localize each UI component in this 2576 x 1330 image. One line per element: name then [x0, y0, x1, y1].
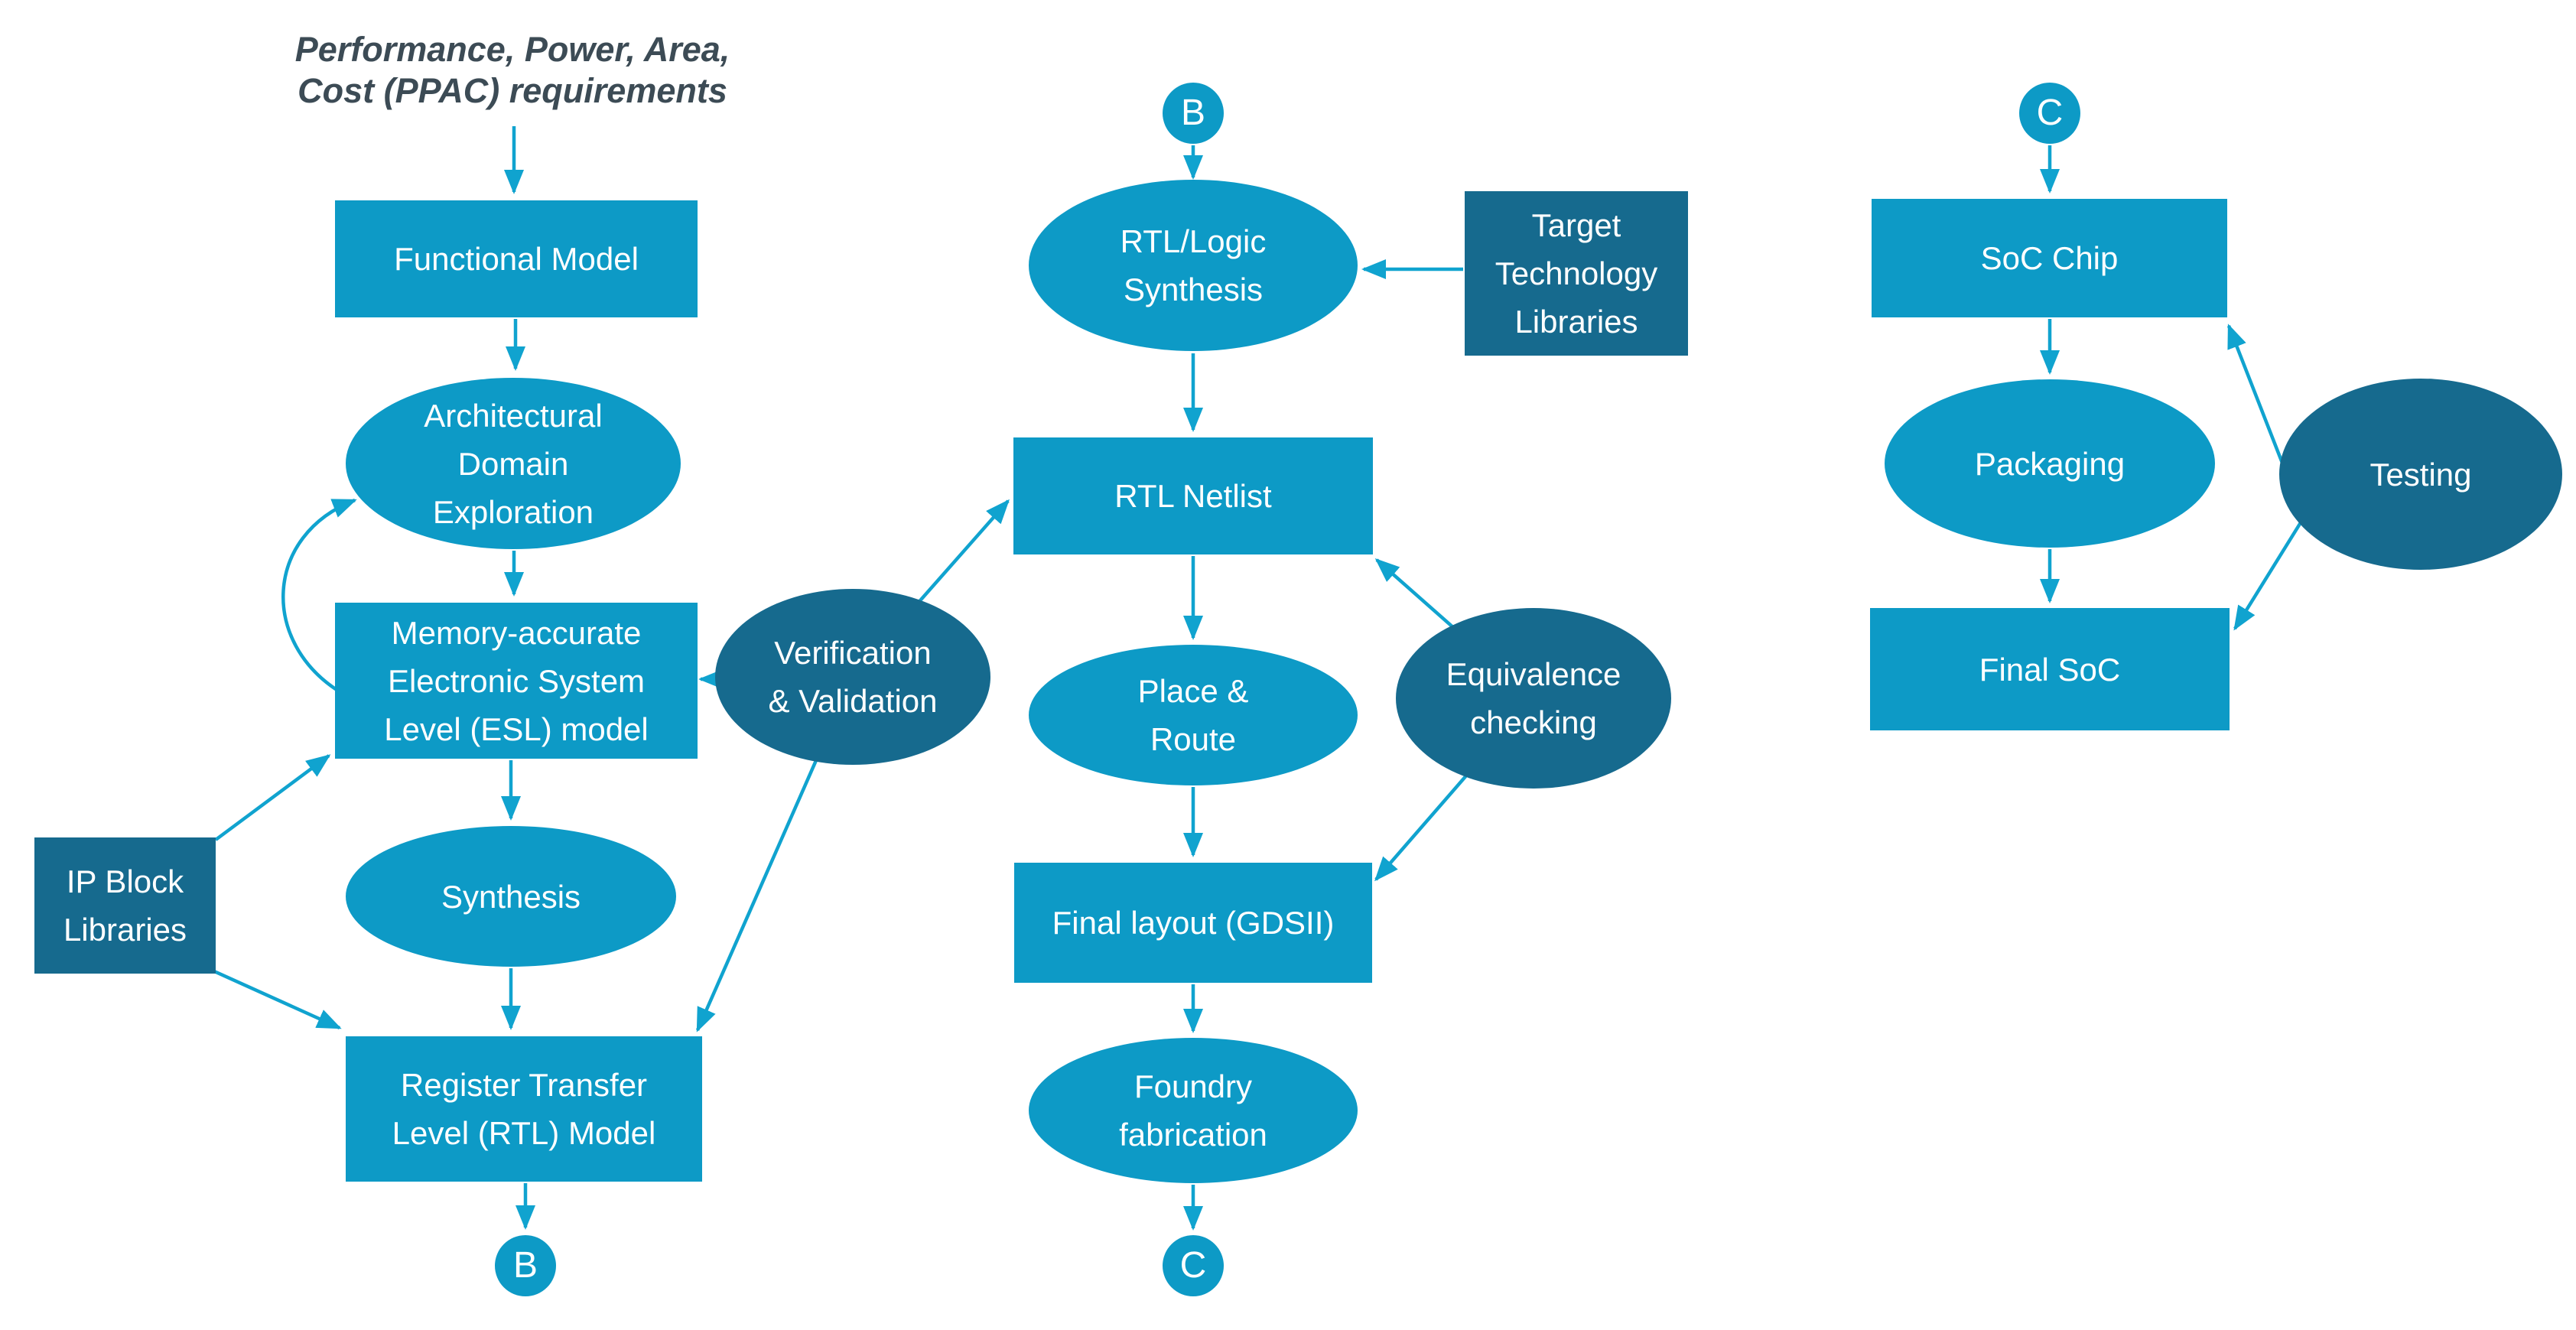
node-rtl-model-label: Register Transfer Level (RTL) Model	[392, 1067, 656, 1151]
node-soc-chip-label: SoC Chip	[1980, 240, 2119, 276]
node-soc-chip: SoC Chip	[1872, 199, 2227, 317]
node-memory-accurate-esl-model: Memory-accurate Electronic System Level …	[335, 603, 698, 759]
node-rtl-netlist-label: RTL Netlist	[1114, 478, 1272, 514]
node-final-soc: Final SoC	[1870, 608, 2230, 730]
node-foundry-fabrication: Foundry fabrication	[1029, 1038, 1358, 1183]
connector-b-in-label: B	[1180, 93, 1205, 133]
node-foundry-fabrication-label: Foundry fabrication	[1119, 1068, 1267, 1153]
node-rtl-netlist: RTL Netlist	[1013, 437, 1373, 554]
arrow-testing-to-final-soc	[2233, 519, 2304, 631]
node-packaging-label: Packaging	[1974, 445, 2126, 482]
node-register-transfer-level-model: Register Transfer Level (RTL) Model	[346, 1036, 702, 1182]
node-esl-model-label: Memory-accurate Electronic System Level …	[384, 614, 649, 747]
node-ip-block-libraries-label: IP Block Libraries	[63, 863, 187, 948]
connector-b-out: B	[495, 1235, 556, 1296]
arrow-esl-feedback-to-architectural	[281, 498, 357, 694]
node-testing: Testing	[2279, 379, 2562, 570]
node-testing-label: Testing	[2369, 456, 2472, 493]
node-functional-model-label: Functional Model	[394, 241, 639, 277]
node-synthesis-label: Synthesis	[441, 878, 581, 915]
node-rtl-logic-synthesis-label: RTL/Logic Synthesis	[1120, 223, 1267, 307]
node-final-layout-gdsii: Final layout (GDSII)	[1014, 863, 1372, 983]
node-verification-validation-label: Verification & Validation	[768, 635, 938, 719]
connector-c-out-label: C	[1179, 1245, 1207, 1286]
arrow-ip-block-to-rtl-model	[213, 969, 342, 1030]
connector-c-in: C	[2019, 83, 2080, 144]
connector-b-in: B	[1163, 83, 1224, 144]
connector-c-out: C	[1163, 1235, 1224, 1296]
node-synthesis: Synthesis	[346, 826, 676, 967]
arrow-ip-block-to-esl-model	[214, 754, 331, 841]
node-target-technology-libraries-label: Target Technology Libraries	[1495, 207, 1658, 340]
node-architectural-label: Architectural Domain Exploration	[424, 397, 603, 530]
node-rtl-logic-synthesis: RTL/Logic Synthesis	[1029, 180, 1358, 351]
connector-b-out-label: B	[512, 1245, 538, 1286]
node-architectural-domain-exploration: Architectural Domain Exploration	[346, 378, 681, 549]
connector-c-in-label: C	[2036, 93, 2064, 133]
node-functional-model: Functional Model	[335, 200, 698, 317]
node-final-layout-gdsii-label: Final layout (GDSII)	[1052, 905, 1335, 941]
node-final-soc-label: Final SoC	[1979, 651, 2121, 688]
ppac-requirements-label: Performance, Power, Area, Cost (PPAC) re…	[294, 30, 730, 110]
node-place-and-route-label: Place & Route	[1137, 673, 1249, 757]
node-equivalence-checking-label: Equivalence checking	[1446, 656, 1621, 740]
node-verification-validation: Verification & Validation	[715, 589, 990, 765]
node-equivalence-checking: Equivalence checking	[1396, 608, 1671, 789]
node-target-technology-libraries: Target Technology Libraries	[1465, 191, 1688, 356]
node-place-and-route: Place & Route	[1029, 645, 1358, 785]
node-packaging: Packaging	[1885, 379, 2215, 548]
node-ip-block-libraries: IP Block Libraries	[34, 837, 216, 974]
